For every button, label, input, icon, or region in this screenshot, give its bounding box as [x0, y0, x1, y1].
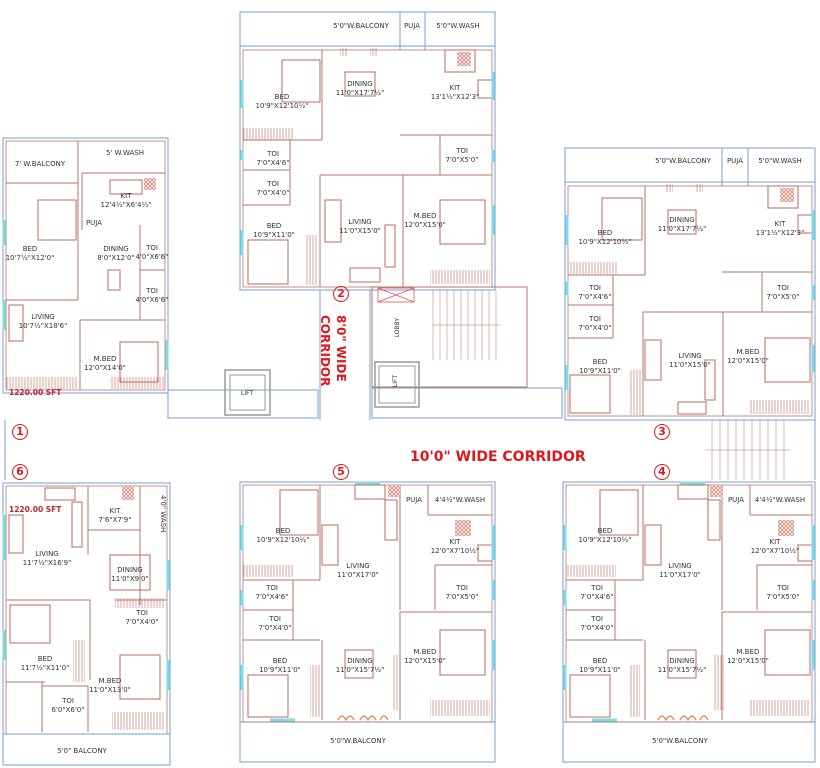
- unit-3-puja: PUJA: [726, 157, 744, 165]
- unit-5-puja: PUJA: [405, 496, 423, 504]
- unit-6: [2, 482, 171, 766]
- unit-number-6: 6: [12, 464, 28, 480]
- unit-1-area: 1220.00 SFT: [9, 388, 62, 397]
- unit-4-balcony: 5'0"W.BALCONY: [652, 737, 708, 745]
- unit-1: [2, 137, 169, 394]
- lobby-label: LOBBY: [394, 318, 401, 338]
- unit-4-wash: 4'4½"W.WASH: [754, 496, 806, 504]
- unit-6-area: 1220.00 SFT: [9, 505, 62, 514]
- unit-3-balcony: 5'0"W.BALCONY: [655, 157, 711, 165]
- unit-2-wash: 5'0"W.WASH: [436, 22, 480, 30]
- unit-1-balcony: 7' W.BALCONY: [14, 160, 66, 168]
- unit-5-wash: 4'4½"W.WASH: [434, 496, 486, 504]
- unit-number-3: 3: [654, 424, 670, 440]
- unit-5-balcony: 5'0"W.BALCONY: [330, 737, 386, 745]
- unit-1-puja: PUJA: [85, 219, 103, 227]
- unit-3: [564, 147, 816, 421]
- unit-5: [239, 481, 496, 763]
- unit-2-puja: PUJA: [403, 22, 421, 30]
- lift-label-1: LIFT: [241, 390, 254, 397]
- lift-label-2: LIFT: [392, 375, 399, 388]
- side-corridor-label-line2: CORRIDOR: [318, 315, 332, 387]
- unit-4-puja: PUJA: [727, 496, 745, 504]
- main-corridor-label: 10'0" WIDE CORRIDOR: [410, 449, 586, 465]
- unit-number-5: 5: [333, 464, 349, 480]
- core-stairs-lobby: [4, 286, 816, 480]
- unit-3-wash: 5'0"W.WASH: [758, 157, 802, 165]
- unit-6-balcony: 5'0" BALCONY: [57, 747, 107, 755]
- unit-2: [239, 11, 496, 291]
- unit-number-2: 2: [333, 286, 349, 302]
- unit-number-4: 4: [654, 464, 670, 480]
- side-corridor-label-line1: 8'0" WIDE: [334, 315, 348, 382]
- unit-2-balcony: 5'0"W.BALCONY: [333, 22, 389, 30]
- unit-4: [562, 481, 816, 763]
- unit-1-wash: 5' W.WASH: [106, 149, 144, 157]
- unit-number-1: 1: [12, 424, 28, 440]
- unit-6-wash: 4'0" WASH: [159, 495, 167, 533]
